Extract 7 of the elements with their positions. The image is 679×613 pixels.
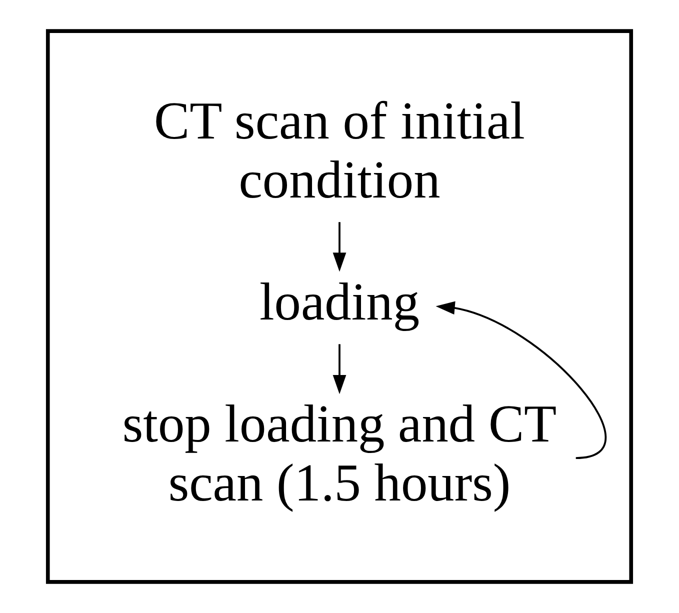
node-text: loading <box>259 272 420 332</box>
arrow <box>332 344 346 394</box>
arrow <box>436 301 606 459</box>
cluster <box>46 29 634 584</box>
node-text: CT scan of initial condition <box>154 90 525 210</box>
arrow <box>332 222 346 272</box>
node-text: stop loading and CT scan (1.5 hours) <box>122 394 557 513</box>
